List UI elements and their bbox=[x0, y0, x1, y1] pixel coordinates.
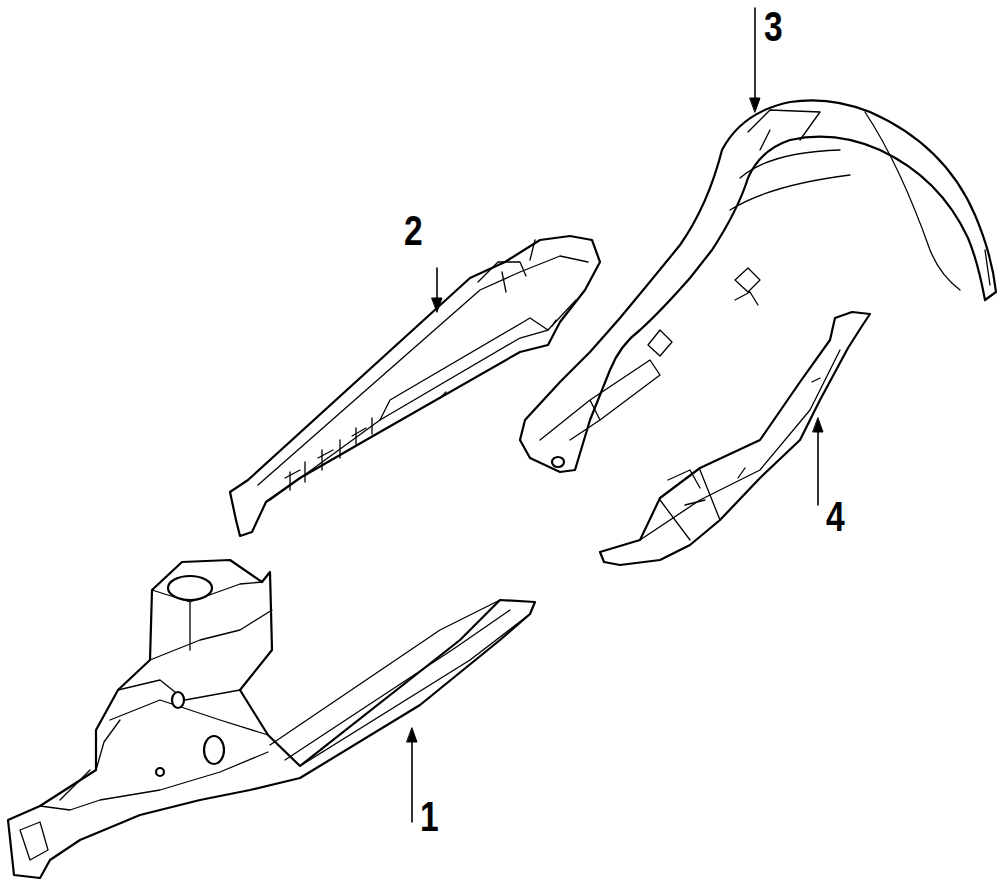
drawing-stroke bbox=[285, 428, 366, 478]
lower-strip-part bbox=[600, 312, 870, 565]
drawing-stroke bbox=[230, 236, 600, 536]
drawing-stroke bbox=[640, 350, 840, 540]
upper-rail-part bbox=[230, 236, 600, 536]
callout-number: 3 bbox=[764, 6, 783, 48]
drawing-stroke bbox=[290, 418, 372, 490]
drawing-stroke bbox=[8, 560, 535, 878]
drawing-stroke bbox=[685, 378, 820, 505]
drawing-stroke bbox=[60, 720, 120, 800]
drawing-stroke bbox=[750, 98, 760, 112]
drawing-stroke bbox=[478, 240, 535, 292]
drawing-stroke bbox=[600, 312, 870, 565]
drawing-stroke bbox=[204, 736, 224, 764]
drawing-stroke bbox=[440, 320, 556, 398]
drawing-stroke bbox=[40, 752, 268, 810]
drawing-stroke bbox=[748, 110, 820, 150]
drawing-stroke bbox=[270, 600, 530, 766]
drawing-stroke bbox=[660, 470, 720, 540]
drawing-stroke bbox=[380, 318, 548, 420]
drawing-stroke bbox=[168, 576, 212, 600]
drawing-stroke bbox=[110, 680, 268, 735]
front-rail-part bbox=[8, 560, 535, 878]
callout-number: 1 bbox=[420, 796, 439, 838]
drawing-stroke bbox=[813, 418, 823, 432]
drawing-stroke bbox=[150, 582, 272, 660]
drawing-stroke bbox=[520, 100, 996, 472]
drawing-stroke bbox=[817, 430, 819, 505]
drawing-stroke bbox=[648, 330, 672, 356]
drawing-stroke bbox=[411, 740, 413, 822]
drawing-stroke bbox=[432, 298, 442, 312]
drawing-stroke bbox=[754, 8, 756, 100]
drawing-stroke bbox=[270, 300, 576, 500]
drawing-stroke bbox=[540, 360, 660, 440]
leader-lines bbox=[407, 8, 823, 822]
drawing-stroke bbox=[865, 112, 990, 290]
callout-number: 2 bbox=[404, 210, 423, 252]
drawing-stroke bbox=[156, 768, 164, 776]
drawing-stroke bbox=[735, 268, 760, 305]
callout-number: 4 bbox=[826, 496, 845, 538]
drawing-stroke bbox=[172, 692, 184, 708]
drawing-stroke bbox=[407, 728, 417, 742]
drawing-stroke bbox=[552, 457, 564, 467]
drawing-stroke bbox=[436, 268, 438, 300]
wheel-arch-part bbox=[520, 100, 996, 472]
drawing-stroke bbox=[20, 822, 48, 860]
drawing-stroke bbox=[730, 150, 850, 210]
